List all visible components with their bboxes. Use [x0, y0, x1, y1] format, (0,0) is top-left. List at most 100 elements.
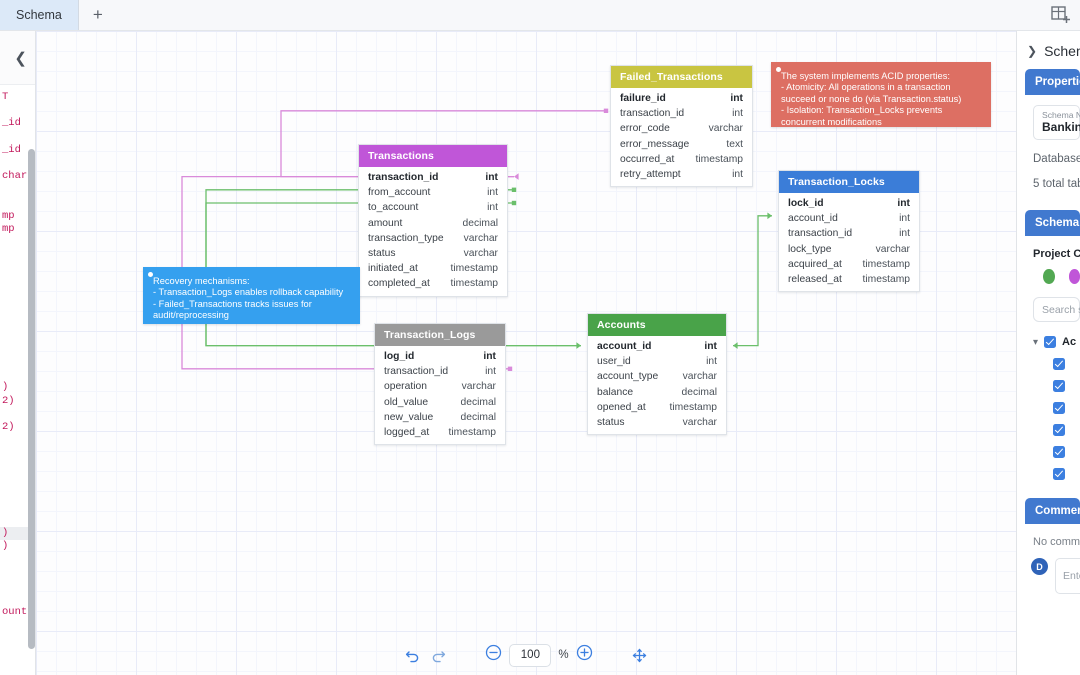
note-handle-dot[interactable] [776, 67, 781, 72]
add-table-icon[interactable] [1050, 4, 1072, 26]
table-header[interactable]: Transactions [359, 145, 507, 167]
chevron-right-icon[interactable]: ❯ [1027, 44, 1038, 58]
field-name: from_account [368, 187, 431, 199]
tree-root-accounts[interactable]: ▾ Ac [1033, 336, 1080, 348]
section-schema-explorer[interactable]: Schema Exp [1025, 210, 1080, 236]
tree-child-row[interactable] [1053, 358, 1080, 370]
sidebar-title-row[interactable]: ❯ Schema [1017, 31, 1080, 69]
field-name: lock_id [788, 198, 824, 210]
note-handle-dot[interactable] [148, 272, 153, 277]
zoom-input[interactable]: 100 [509, 643, 552, 667]
color-swatch[interactable] [1068, 269, 1080, 284]
tree-child-row[interactable] [1053, 468, 1080, 480]
left-panel-header: ❮ [0, 31, 35, 85]
table-header[interactable]: Transaction_Locks [779, 171, 919, 193]
section-comments[interactable]: Comments [1025, 498, 1080, 524]
comment-input[interactable]: Enter y [1055, 558, 1080, 594]
move-fit-icon[interactable] [627, 642, 653, 668]
zoom-out-icon[interactable] [485, 644, 502, 666]
new-tab-button[interactable]: + [79, 0, 117, 30]
schema-search-input[interactable]: Search sch [1033, 297, 1080, 322]
tree-child-checkbox[interactable] [1053, 402, 1065, 414]
zoom-value: 100 [520, 649, 540, 661]
redo-button[interactable] [425, 642, 451, 668]
field-type: text [726, 138, 743, 150]
left-panel-scrollbar[interactable] [28, 149, 35, 649]
chevron-down-icon[interactable]: ▾ [1033, 336, 1039, 348]
relationship-endpoint [511, 187, 517, 192]
sticky-note[interactable]: Recovery mechanisms: - Transaction_Logs … [143, 267, 360, 324]
tab-schema[interactable]: Schema [0, 0, 79, 30]
table-header[interactable]: Failed_Transactions [611, 66, 752, 88]
field-name: transaction_type [368, 232, 444, 244]
tree-child-row[interactable] [1053, 380, 1080, 392]
tree-child-row[interactable] [1053, 402, 1080, 414]
tree-child-checkbox[interactable] [1053, 424, 1065, 436]
code-line: 2) [2, 394, 15, 407]
field-name: status [368, 248, 396, 260]
tree-child-checkbox[interactable] [1053, 468, 1065, 480]
zoom-controls: 100 % [485, 643, 593, 667]
tree-child-checkbox[interactable] [1053, 446, 1065, 458]
relationship-arrow [514, 173, 519, 180]
tree-child-row[interactable] [1053, 424, 1080, 436]
tree-child-checkbox[interactable] [1053, 380, 1065, 392]
chevron-left-icon[interactable]: ❮ [14, 49, 27, 67]
sticky-note[interactable]: The system implements ACID properties: -… [771, 62, 991, 127]
undo-button[interactable] [399, 642, 425, 668]
table-header[interactable]: Accounts [588, 314, 726, 336]
field-type: int [485, 172, 498, 184]
table-header[interactable]: Transaction_Logs [375, 324, 505, 346]
schema-name-field[interactable]: Schema Nam Banking Tr [1033, 105, 1080, 140]
field-name: user_id [597, 356, 631, 368]
field-name: transaction_id [620, 108, 685, 120]
tree-root-checkbox[interactable] [1044, 336, 1057, 348]
color-swatch[interactable] [1043, 269, 1055, 284]
tree-child-checkbox[interactable] [1053, 358, 1065, 370]
field-name: logged_at [384, 427, 430, 439]
right-sidebar: ❯ Schema Properties Schema Nam Banking T… [1016, 31, 1080, 675]
tree-child-row[interactable] [1053, 446, 1080, 458]
zoom-in-icon[interactable] [576, 644, 593, 666]
section-properties[interactable]: Properties [1025, 69, 1080, 95]
